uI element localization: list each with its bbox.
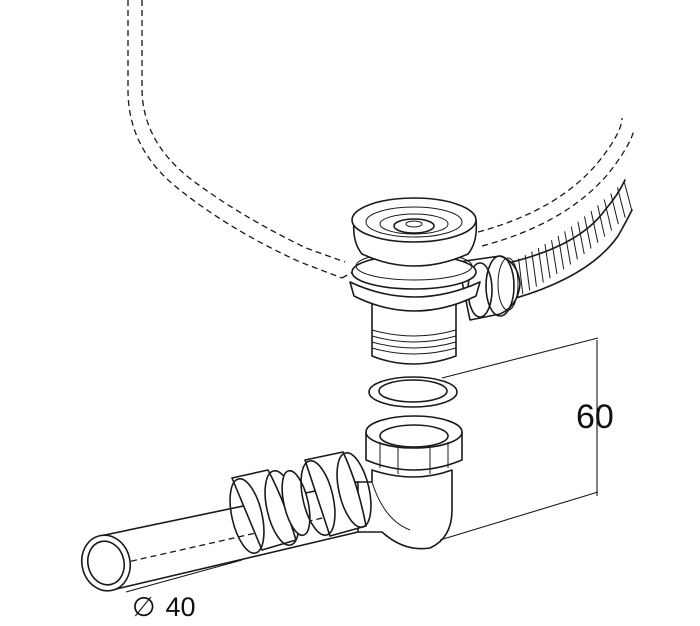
- drain-head: [349, 197, 481, 365]
- hose-rib: [603, 199, 613, 231]
- bathtub-outline: [127, 0, 635, 279]
- diameter-symbol: ∅: [132, 592, 156, 622]
- hose-rib: [597, 205, 606, 237]
- hose-rib: [537, 247, 544, 283]
- drain-thread: [371, 347, 457, 355]
- sealing-washer: [368, 376, 458, 408]
- hose-rib: [544, 243, 551, 279]
- hose-rib: [590, 210, 599, 243]
- dimension-diameter-label: ∅ 40: [132, 592, 196, 622]
- height-dimension: 60: [439, 337, 614, 541]
- diameter-value: 40: [166, 592, 196, 622]
- hose-rib: [557, 235, 565, 270]
- hose-rib: [610, 193, 619, 225]
- hose-rib: [524, 255, 531, 291]
- hose-rib: [570, 226, 578, 260]
- trap-elbow: [354, 469, 453, 550]
- hose-rib: [577, 221, 585, 255]
- hose-rib: [564, 231, 572, 265]
- hose-rib: [551, 239, 558, 274]
- hose-rib: [518, 258, 524, 295]
- hose-rib: [616, 187, 626, 218]
- drain-thread: [371, 335, 457, 343]
- hose-rib: [623, 181, 633, 212]
- hose-rib: [583, 216, 592, 249]
- diameter-dimension: ∅ 40: [125, 559, 243, 622]
- overflow-hose: [511, 179, 633, 299]
- dimension-height-label: 60: [576, 398, 614, 436]
- drain-thread: [371, 329, 457, 337]
- trap-union-nut: [365, 415, 463, 474]
- drain-thread: [371, 341, 457, 349]
- hose-rib: [531, 251, 537, 287]
- outlet-pipe: [80, 451, 372, 592]
